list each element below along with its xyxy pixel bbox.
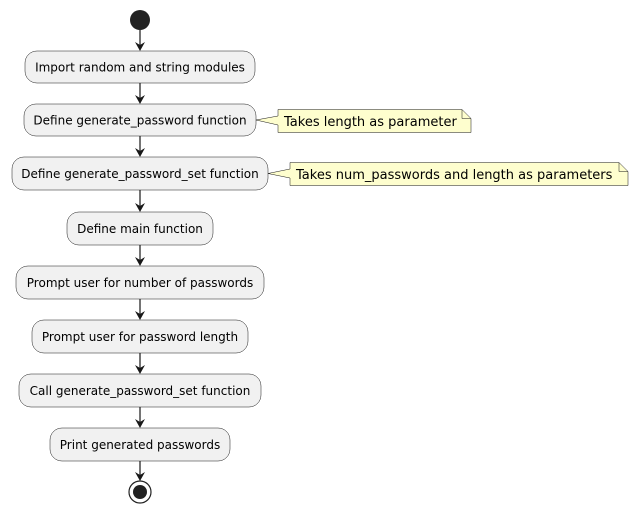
activity-label: Prompt user for password length <box>42 330 238 344</box>
flow-arrowhead-2 <box>135 95 145 104</box>
activity-define-generate-password[interactable]: Define generate_password function <box>23 103 257 137</box>
activity-label: Call generate_password_set function <box>30 384 251 398</box>
activity-prompt-number-of-passwords[interactable]: Prompt user for number of passwords <box>15 265 265 300</box>
activity-print-generated-passwords[interactable]: Print generated passwords <box>49 427 231 462</box>
activity-import-modules[interactable]: Import random and string modules <box>24 50 256 84</box>
start-node <box>130 10 150 30</box>
activity-prompt-password-length[interactable]: Prompt user for password length <box>31 319 249 354</box>
note-generate-password-set: Takes num_passwords and length as parame… <box>267 162 629 186</box>
activity-label: Import random and string modules <box>35 61 245 75</box>
activity-label: Define main function <box>77 222 203 236</box>
activity-define-main[interactable]: Define main function <box>66 211 214 246</box>
activity-label: Define generate_password function <box>33 114 246 128</box>
activity-call-generate-password-set[interactable]: Call generate_password_set function <box>18 373 262 408</box>
flow-arrowhead-9 <box>135 472 145 481</box>
flow-arrowhead-7 <box>135 365 145 374</box>
flow-arrowhead-4 <box>135 203 145 212</box>
end-node <box>128 480 152 504</box>
flow-arrowhead-8 <box>135 419 145 428</box>
activity-label: Prompt user for number of passwords <box>27 276 253 290</box>
note-text: Takes length as parameter <box>283 115 457 130</box>
note-text: Takes num_passwords and length as parame… <box>295 168 613 183</box>
activity-define-generate-password-set[interactable]: Define generate_password_set function <box>11 156 269 191</box>
flow-arrowhead-1 <box>135 42 145 51</box>
flow-arrowhead-3 <box>135 148 145 157</box>
activity-label: Print generated passwords <box>60 438 220 452</box>
activity-label: Define generate_password_set function <box>21 167 259 181</box>
flow-arrowhead-6 <box>135 311 145 320</box>
note-generate-password: Takes length as parameter <box>255 109 472 133</box>
flow-arrowhead-5 <box>135 257 145 266</box>
